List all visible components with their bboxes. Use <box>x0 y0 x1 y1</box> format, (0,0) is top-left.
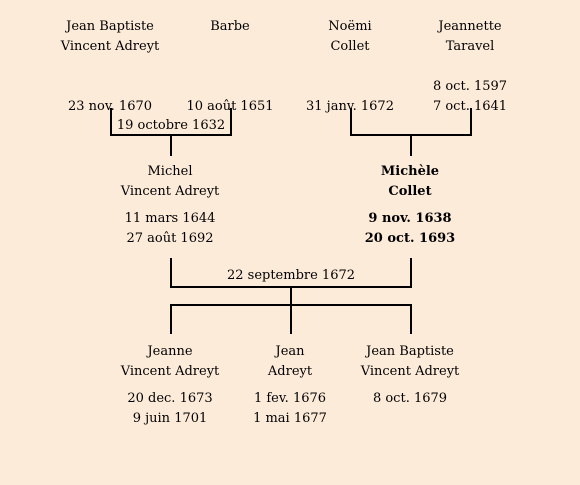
person-date-1: 8 oct. 1679 <box>372 391 448 406</box>
connector-line <box>470 108 472 136</box>
person-jeannette-taravel: Jeannette Taravel 8 oct. 1597 7 oct. 164… <box>395 17 545 117</box>
person-name: Barbe <box>210 19 250 34</box>
marriage-date-parents: 22 septembre 1672 <box>226 268 356 283</box>
person-surname: Vincent Adreyt <box>120 364 220 379</box>
person-dates: 1 fev. 1676 1 mai 1677 <box>215 389 365 429</box>
person-jean-baptiste-vincent-adreyt-child: Jean Baptiste Vincent Adreyt 8 oct. 1679 <box>335 342 485 409</box>
person-name: Jean <box>275 344 305 359</box>
person-dates: 10 août 1651 <box>155 77 305 117</box>
connector-line <box>170 134 172 156</box>
person-surname: Adreyt <box>267 364 313 379</box>
person-name: Jean Baptiste <box>66 19 154 34</box>
person-date-2: 27 août 1692 <box>126 231 214 246</box>
person-name: Michel <box>147 164 193 179</box>
person-jeanne-vincent-adreyt: Jeanne Vincent Adreyt 20 dec. 1673 9 jui… <box>95 342 245 429</box>
person-dates: 23 nov. 1670 <box>35 77 185 117</box>
person-name: Jeannette <box>438 19 502 34</box>
person-michel-vincent-adreyt: Michel Vincent Adreyt 11 mars 1644 27 ao… <box>95 162 245 249</box>
person-date-2: 31 janv. 1672 <box>306 99 394 114</box>
person-jean-baptiste-vincent-adreyt-grandfather: Jean Baptiste Vincent Adreyt 23 nov. 167… <box>35 17 185 117</box>
person-surname: Vincent Adreyt <box>60 39 160 54</box>
person-date-2: 20 oct. 1693 <box>364 231 456 246</box>
person-name: Michèle <box>380 164 440 179</box>
person-name: Noëmi <box>328 19 372 34</box>
person-date-1: 20 dec. 1673 <box>127 391 213 406</box>
person-date-1: 9 nov. 1638 <box>368 211 452 226</box>
person-dates: 8 oct. 1679 <box>335 389 485 409</box>
person-date-2: 23 nov. 1670 <box>67 99 153 114</box>
person-date-2: 9 juin 1701 <box>132 411 208 426</box>
connector-line <box>410 134 412 156</box>
person-dates: 11 mars 1644 27 août 1692 <box>95 209 245 249</box>
person-surname: Taravel <box>445 39 495 54</box>
person-date-1: 11 mars 1644 <box>124 211 216 226</box>
connector-line <box>170 258 172 288</box>
person-surname: Collet <box>330 39 370 54</box>
person-surname: Vincent Adreyt <box>360 364 460 379</box>
person-jean-adreyt: Jean Adreyt 1 fev. 1676 1 mai 1677 <box>215 342 365 429</box>
person-name: Jeanne <box>147 344 193 359</box>
connector-line <box>410 304 412 334</box>
connector-line <box>410 258 412 288</box>
connector-line <box>290 304 292 334</box>
person-surname: Collet <box>388 184 432 199</box>
connector-line <box>110 108 112 136</box>
person-dates: 20 dec. 1673 9 juin 1701 <box>95 389 245 429</box>
person-date-1: 8 oct. 1597 <box>432 79 508 94</box>
person-date-2: 7 oct. 1641 <box>432 99 508 114</box>
person-name: Jean Baptiste <box>366 344 454 359</box>
person-surname: Vincent Adreyt <box>120 184 220 199</box>
person-noemi-collet: Noëmi Collet 31 janv. 1672 <box>275 17 425 117</box>
connector-line <box>230 108 232 136</box>
marriage-date-grandparents-paternal: 19 octobre 1632 <box>116 118 226 133</box>
person-barbe: Barbe 10 août 1651 <box>155 17 305 117</box>
connector-line <box>290 286 292 306</box>
person-date-2: 10 août 1651 <box>186 99 274 114</box>
person-dates: 31 janv. 1672 <box>275 77 425 117</box>
person-date-2: 1 mai 1677 <box>253 411 327 426</box>
person-michele-collet: Michèle Collet 9 nov. 1638 20 oct. 1693 <box>335 162 485 249</box>
connector-line <box>350 108 352 136</box>
person-dates: 9 nov. 1638 20 oct. 1693 <box>335 209 485 249</box>
connector-line <box>170 304 172 334</box>
person-dates: 8 oct. 1597 7 oct. 1641 <box>395 77 545 117</box>
person-date-1: 1 fev. 1676 <box>253 391 327 406</box>
